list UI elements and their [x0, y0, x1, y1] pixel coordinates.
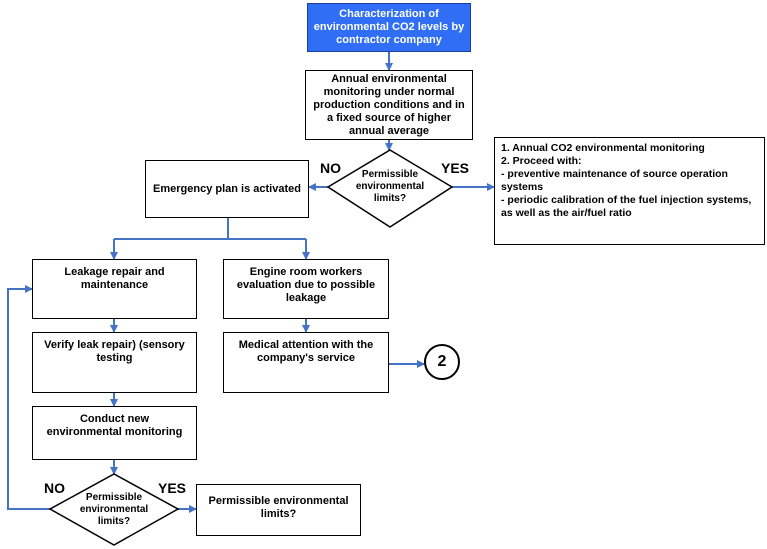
decision1-yes-label: YES — [441, 160, 470, 176]
decision1-text: Permissible environmental limits? — [355, 169, 425, 204]
decision1-no-label: NO — [320, 160, 341, 176]
decision1-diamond — [326, 149, 454, 228]
start-text: Characterization of environmental CO2 le… — [313, 8, 465, 46]
decision2-yes-label: YES — [158, 480, 187, 496]
arrow-decision2-no-loop — [7, 285, 50, 510]
yes-action-line: - preventive maintenance of source opera… — [501, 168, 728, 180]
yes-action-line: 2. Proceed with: — [501, 155, 582, 167]
engine-eval-box: Engine room workers evaluation due to po… — [223, 259, 389, 319]
new-monitoring-box: Conduct new environmental monitoring — [32, 406, 197, 460]
medical-attention-box: Medical attention with the company's ser… — [223, 332, 389, 393]
annual-monitoring-box: Annual environmental monitoring under no… — [305, 70, 473, 140]
final-limits-text: Permissible environmental limits? — [208, 495, 349, 520]
decision2-text: Permissible environmental limits? — [79, 492, 149, 527]
decision2-no-label: NO — [44, 480, 65, 496]
leak-repair-text: Leakage repair and maintenance — [64, 266, 165, 291]
connector-number: 2 — [437, 353, 447, 370]
emergency-plan-box: Emergency plan is activated — [145, 160, 309, 218]
start-box: Characterization of environmental CO2 le… — [307, 3, 471, 52]
medical-attention-text: Medical attention with the company's ser… — [238, 339, 374, 364]
connector-circle: 2 — [424, 344, 460, 380]
yes-actions-box: 1. Annual CO2 environmental monitoring 2… — [494, 137, 765, 245]
yes-action-line: 1. Annual CO2 environmental monitoring — [501, 142, 705, 154]
yes-action-line: systems — [501, 181, 544, 193]
final-limits-box: Permissible environmental limits? — [196, 484, 361, 536]
decision2-diamond — [48, 473, 180, 546]
leak-repair-box: Leakage repair and maintenance — [32, 259, 197, 319]
annual-monitoring-text: Annual environmental monitoring under no… — [313, 72, 465, 137]
yes-action-line: as well as the air/fuel ratio — [501, 207, 632, 219]
emergency-plan-text: Emergency plan is activated — [153, 182, 301, 195]
new-monitoring-text: Conduct new environmental monitoring — [46, 413, 183, 438]
verify-repair-text: Verify leak repair) (sensory testing — [44, 339, 185, 364]
verify-repair-box: Verify leak repair) (sensory testing — [32, 332, 197, 393]
yes-action-line: - periodic calibration of the fuel injec… — [501, 194, 752, 206]
engine-eval-text: Engine room workers evaluation due to po… — [236, 266, 376, 304]
